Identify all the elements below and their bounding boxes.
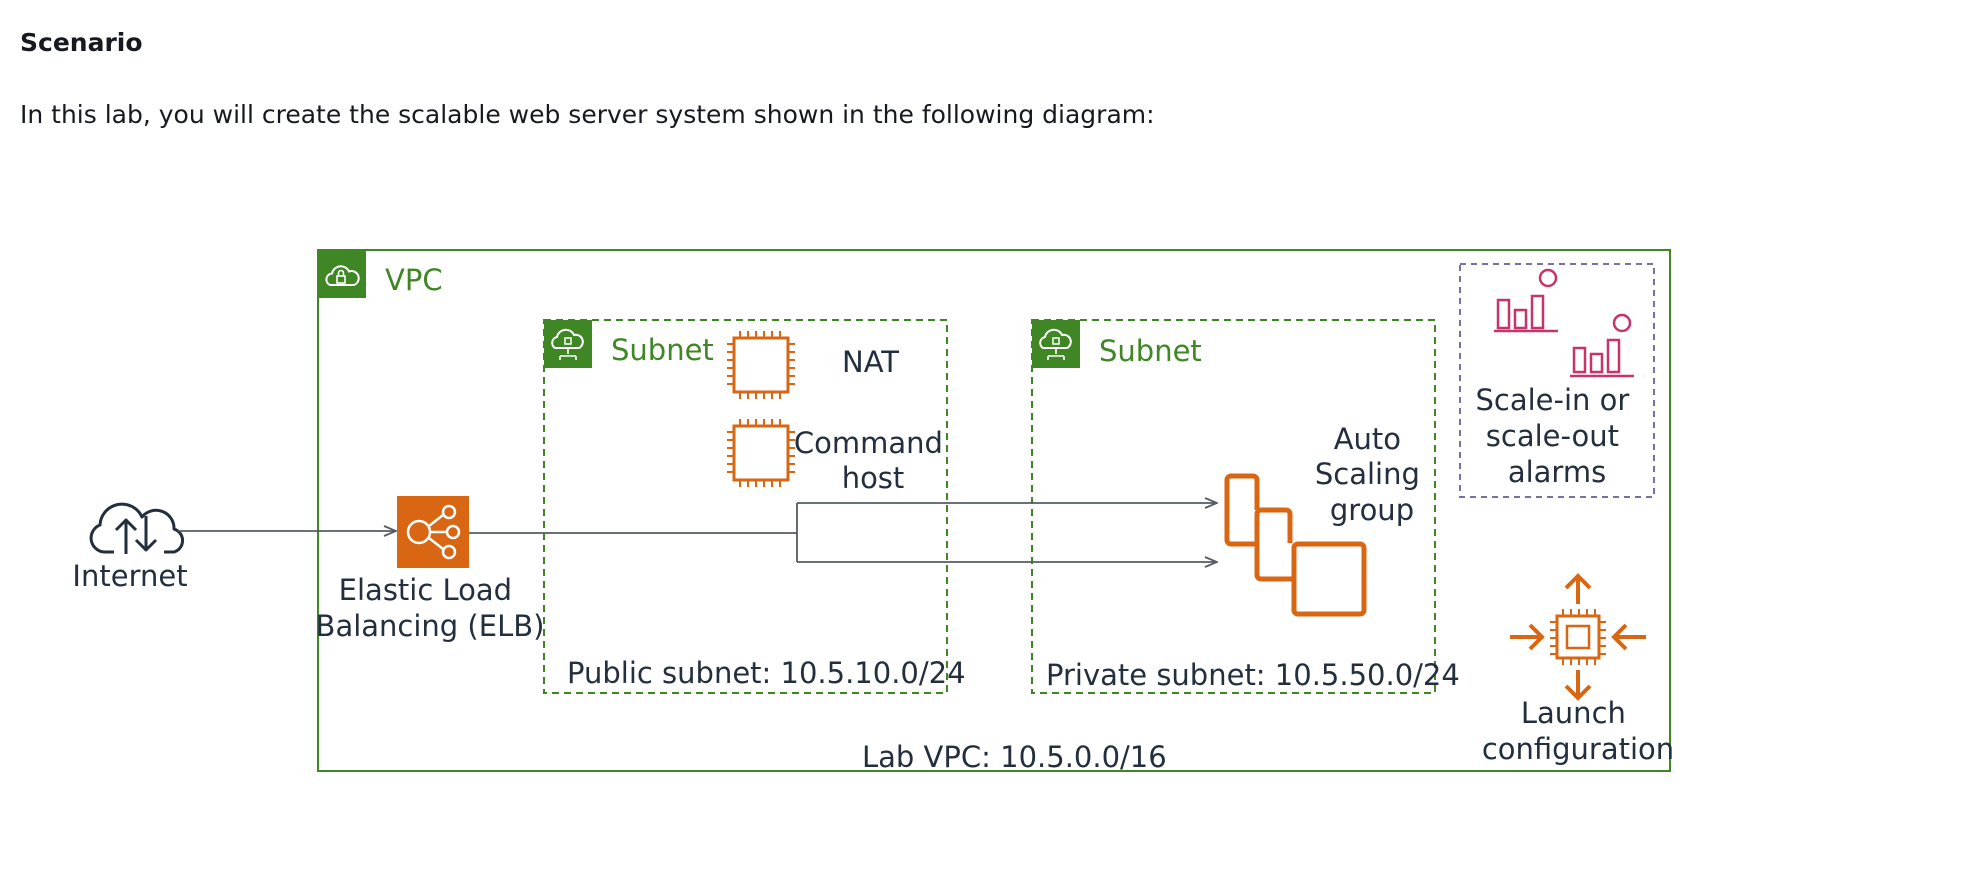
private-subnet: Subnet Private subnet: 10.5.50.0/24: [1031, 319, 1460, 694]
auto-scaling-node: Auto Scaling group: [1224, 422, 1429, 617]
public-subnet-title: Subnet: [611, 333, 714, 367]
auto-scaling-label-line3: group: [1330, 493, 1414, 527]
alarms-label-line2: scale-out: [1486, 419, 1619, 453]
public-subnet: Subnet Public subnet: 10.5.10.0/24: [543, 319, 966, 694]
command-host-label-line2: host: [842, 461, 905, 495]
cloudwatch-alarm-icon: [1494, 268, 1634, 378]
vpc-icon: [318, 250, 366, 298]
launch-configuration-icon: [1510, 573, 1646, 701]
alarms-label-line1: Scale-in or: [1475, 383, 1629, 417]
public-subnet-cidr: Public subnet: 10.5.10.0/24: [567, 656, 966, 690]
elastic-load-balancing-icon: [397, 496, 469, 568]
private-subnet-icon: [1032, 320, 1080, 368]
command-host-label-line1: Command: [794, 426, 943, 460]
private-subnet-title: Subnet: [1099, 334, 1202, 368]
launch-config-label-line2: configuration: [1482, 732, 1674, 766]
vpc-cidr-label: Lab VPC: 10.5.0.0/16: [862, 740, 1167, 774]
alarms-label-line3: alarms: [1508, 455, 1606, 489]
vpc-container: VPC Lab VPC: 10.5.0.0/16: [317, 249, 1671, 774]
launch-config-node: Launch configuration: [1482, 573, 1674, 766]
elb-label-line1: Elastic Load: [339, 573, 512, 607]
nat-ec2-instance-icon: [727, 331, 795, 399]
internet-label: Internet: [72, 559, 187, 593]
elb-label-line2: Balancing (ELB): [316, 609, 545, 643]
elb-node: Elastic Load Balancing (ELB): [316, 496, 545, 643]
page-heading: Scenario: [20, 28, 143, 57]
nat-label: NAT: [842, 345, 899, 379]
cloud-upload-download-icon: [89, 502, 184, 554]
command-host-node: Command host: [727, 419, 952, 495]
intro-text: In this lab, you will create the scalabl…: [20, 100, 1155, 129]
svg-text:Launch configuration: Launch configuration: [1482, 696, 1674, 766]
vpc-title: VPC: [385, 263, 443, 297]
svg-text:Auto Scaling group: Auto Scaling group: [1315, 422, 1429, 527]
private-subnet-cidr: Private subnet: 10.5.50.0/24: [1046, 658, 1460, 692]
connectors: [178, 503, 1217, 562]
auto-scaling-instances-icon: [1224, 473, 1367, 617]
alarms-box: Scale-in or scale-out alarms: [1459, 263, 1655, 498]
auto-scaling-label-line1: Auto: [1334, 422, 1401, 456]
svg-text:Command host: Command host: [794, 426, 952, 495]
internet-node: Internet: [72, 502, 188, 593]
public-subnet-icon: [544, 320, 592, 368]
command-host-ec2-instance-icon: [727, 419, 795, 487]
nat-node: NAT: [727, 331, 899, 399]
svg-text:Elastic Load Balancing (: Elastic Load Balancing (ELB): [316, 573, 545, 643]
launch-config-label-line1: Launch: [1521, 696, 1626, 730]
auto-scaling-label-line2: Scaling: [1315, 457, 1420, 491]
svg-text:Scale-in or scale-out: Scale-in or scale-out alarms: [1475, 383, 1638, 489]
